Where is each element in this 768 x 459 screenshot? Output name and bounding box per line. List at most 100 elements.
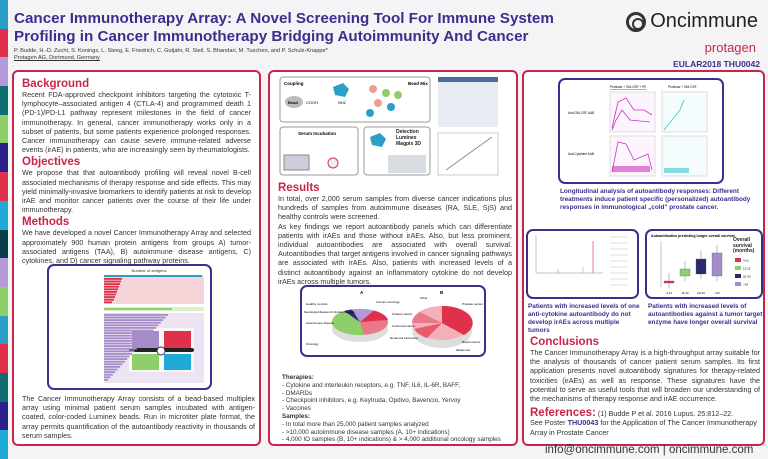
pie-b-label-melanoma: Melanoma: [456, 348, 470, 352]
background-heading: Background: [22, 78, 90, 90]
authors: P. Budde, H.-D. Zucht, S. Konings, L. St…: [14, 48, 328, 62]
cytokine-figure: [526, 229, 639, 299]
pie-a-label-immuno: Immuno-oncology: [376, 300, 400, 304]
nh2-label: NH2: [338, 100, 347, 105]
objectives-heading: Objectives: [22, 156, 81, 169]
pie-b-slice-prostate: [442, 305, 473, 335]
sample-item: - >10,000 autoimmune disease samples (A,…: [282, 428, 450, 436]
references-heading: References:: [530, 407, 596, 420]
background-text: Recent FDA-approved checkpoint inhibitor…: [22, 90, 251, 155]
serum-label: Serum Incubation: [298, 131, 336, 136]
survival-caption: Patients with increased levels of autoan…: [648, 303, 763, 326]
bead-mix-label: Bead Mix: [408, 81, 428, 86]
therapy-item: - Vaccines: [282, 405, 311, 413]
left-panel: Background Recent FDA-approved checkpoin…: [12, 70, 261, 446]
bar: [104, 334, 149, 337]
pie-a-slice-healthy: [352, 308, 374, 322]
pie-a-label-autoimmune: Autoimmune disease: [306, 321, 334, 325]
bar: [104, 358, 128, 360]
figure-title: Number of antigens: [132, 268, 167, 273]
pie-b-label-ovarian: Ovarian cancer: [392, 312, 412, 316]
bead-label: Bead: [288, 100, 298, 105]
therapies-samples: Therapies: - Cytokine and interleukin re…: [282, 374, 514, 444]
pie-a-slice-immuno: [360, 310, 388, 322]
col-label-gmcsf: Prostvac + GM-CSF: [668, 85, 697, 89]
bar: [104, 293, 116, 296]
row-label-cytokine: Anti-Cytokine AAB: [568, 152, 594, 156]
detection-label: Detection Luminex Magpix 3D: [396, 129, 422, 147]
legend-label: 11-22: [743, 267, 751, 271]
box-group-label: 22-33: [697, 291, 705, 295]
bar: [104, 376, 111, 379]
results-heading: Results: [278, 182, 320, 194]
bar: [104, 363, 123, 366]
pie-a-label: A: [360, 290, 364, 295]
pie-a-slice-neuro: [344, 309, 360, 322]
reference-1: (1) Budde P et al. 2016 Lupus. 25:812–22…: [597, 409, 734, 419]
bar: [104, 283, 120, 285]
bar: [104, 319, 164, 321]
middle-panel: Coupling Bead COOH NH2 Bead Mix Serum In…: [268, 70, 518, 446]
survival-boxplot-figure: Autoantibodies predicting longer overall…: [645, 229, 763, 299]
bar: [104, 275, 202, 277]
bar: [104, 355, 130, 358]
sample-item: - In total more than 25,000 patient samp…: [282, 420, 429, 428]
pie-a-slice-autoimmune: [331, 311, 360, 322]
pie-b-label-renal: Renal cell carcinoma: [390, 336, 418, 340]
coupling-label: Coupling: [284, 81, 304, 86]
box-group-label: 4-11: [666, 291, 672, 295]
sample-item: - 4,000 IO samples (B, 10+ indications) …: [282, 436, 501, 444]
bar: [104, 337, 147, 340]
cytokine-caption: Patients with increased levels of one an…: [528, 303, 640, 334]
pie-a-label-healthy: Healthy controls: [306, 302, 328, 306]
pie-b-label: B: [440, 290, 444, 295]
box-3: [711, 252, 723, 277]
bar: [104, 316, 166, 319]
poster-id: EULAR2018 THU0042: [673, 59, 760, 69]
legend-swatch: [735, 266, 741, 270]
longitudinal-caption: Longitudinal analysis of autoantibody re…: [560, 188, 751, 211]
contact-footer[interactable]: info@oncimmune.com | oncimmune.com: [545, 444, 754, 456]
box-1: [679, 268, 691, 277]
therapy-item: - DMARDs: [282, 389, 313, 397]
bar: [104, 366, 120, 368]
bar: [104, 340, 144, 342]
bar: [104, 308, 172, 310]
bar: [104, 327, 156, 329]
methods-text-2: The Cancer Immunotherapy Array consists …: [22, 394, 255, 440]
pie-b-label-breast: Breast cancer: [462, 340, 481, 344]
objectives-text: We propose that that autoantibody profil…: [22, 168, 251, 215]
affiliation: Protagen AG, Dortmund, Germany: [14, 55, 100, 61]
see-poster-desc: for the Application of The Cancer Immuno…: [530, 418, 757, 437]
cytokine-plot: [535, 235, 628, 286]
logo-icon: [626, 11, 647, 32]
pie-charts: A Healthy controls Neurological diseases…: [304, 290, 483, 352]
bar: [104, 342, 142, 345]
bar: [104, 350, 135, 353]
survival-boxplot: Autoantibodies predicting longer overall…: [651, 234, 751, 295]
bar: [104, 288, 118, 291]
bar: [104, 321, 161, 324]
box-group-label: >33: [714, 291, 719, 295]
oncimmune-logo: Oncimmune: [626, 10, 758, 33]
box-0: [663, 280, 675, 284]
bar: [104, 314, 168, 316]
longitudinal-figure: Prostvac + GM-CSF + IPI Prostvac + GM-CS…: [558, 78, 724, 184]
bar: [104, 324, 159, 327]
legend-swatch: [735, 282, 741, 286]
bar: [104, 379, 108, 381]
legend-swatch: [735, 274, 741, 278]
bar: [104, 296, 115, 298]
right-panel: Prostvac + GM-CSF + IPI Prostvac + GM-CS…: [522, 70, 765, 446]
bar: [104, 285, 119, 288]
box-2: [695, 258, 707, 275]
bar: [104, 368, 118, 371]
methods-text: We have developed a novel Cancer Immunot…: [22, 228, 251, 266]
bar: [104, 332, 152, 334]
bar: [104, 298, 114, 301]
bar: [104, 291, 117, 293]
poster-title: Cancer Immunotherapy Array: A Novel Scre…: [14, 10, 554, 45]
pie-b-label-other: Other: [420, 296, 428, 300]
longitudinal-plots: Prostvac + GM-CSF + IPI Prostvac + GM-CS…: [568, 85, 708, 177]
bar: [104, 371, 116, 373]
